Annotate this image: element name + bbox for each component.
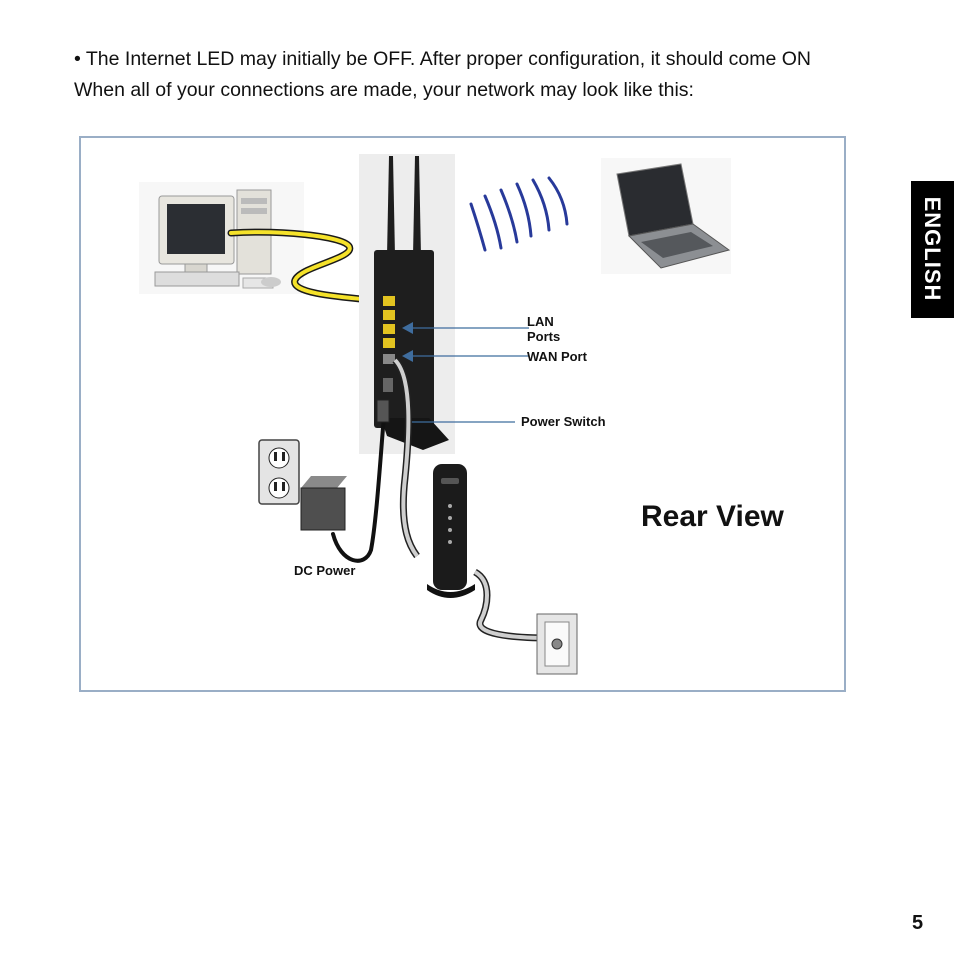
intro-line-2: When all of your connections are made, y…: [74, 79, 694, 101]
wireless-signal-icon: [469, 176, 569, 252]
language-tab: ENGLISH: [911, 181, 954, 318]
power-adapter-icon: [300, 476, 347, 531]
lan-ports-label: LAN Ports: [527, 314, 561, 344]
dc-power-label: DC Power: [294, 563, 356, 578]
lan-arrow-icon: [402, 322, 413, 334]
diagram-title: Rear View: [641, 500, 784, 533]
power-switch-label: Power Switch: [521, 414, 606, 429]
laptop-icon: [601, 158, 731, 274]
cable-modem-icon: [427, 464, 475, 598]
intro-line-1: • The Internet LED may initially be OFF.…: [74, 48, 811, 70]
wan-arrow-icon: [402, 350, 413, 362]
network-diagram: LAN Ports WAN Port Power Switch DC Power…: [79, 136, 846, 692]
coax-wall-jack-icon: [536, 613, 578, 675]
wall-outlet-icon: [258, 439, 300, 505]
page-number: 5: [912, 912, 924, 934]
language-tab-label: ENGLISH: [920, 196, 945, 302]
desktop-computer-icon: [139, 182, 304, 294]
callout-lines: [406, 327, 529, 423]
wan-port-label: WAN Port: [527, 349, 587, 364]
intro-text: • The Internet LED may initially be OFF.…: [74, 44, 894, 106]
diagram-illustration: [139, 154, 731, 675]
